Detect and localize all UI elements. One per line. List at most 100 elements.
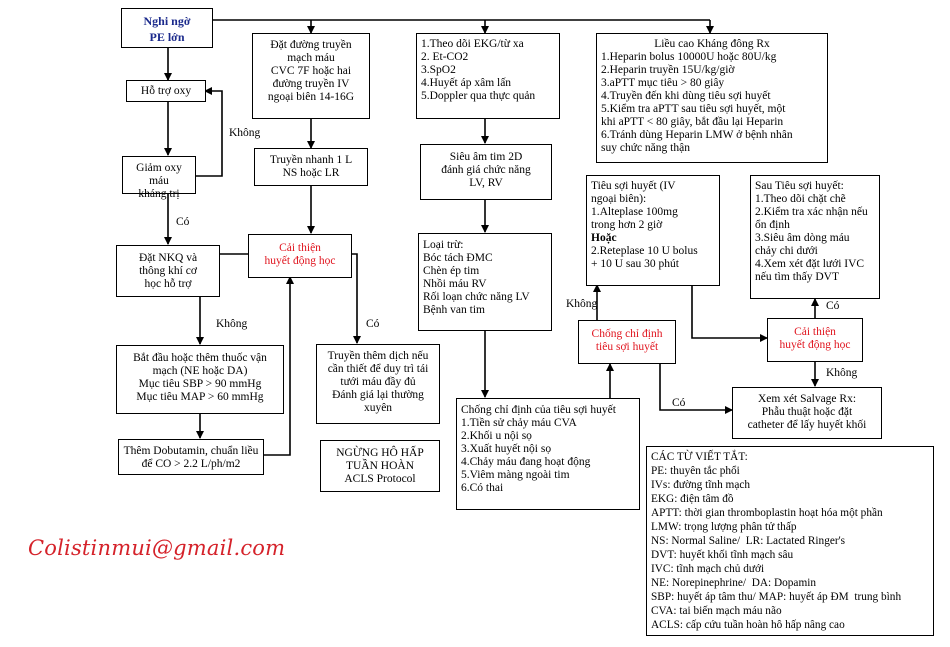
heparin-title: Liều cao Kháng đông Rx: [654, 38, 770, 50]
vaso-line-2: mạch (NE hoặc DA): [152, 365, 248, 377]
acls-line-2: TUẦN HOÀN: [345, 460, 415, 472]
ruleout-line-5: Rối loạn chức năng LV: [423, 291, 530, 303]
salvage-line-3: catheter để lấy huyết khối: [747, 419, 867, 431]
heparin-line-9: suy chức năng thận: [601, 142, 690, 154]
intubation-line-1: Đặt NKQ và: [138, 252, 198, 264]
heparin-line-4: 3.aPTT mục tiêu > 80 giây: [601, 77, 725, 89]
refractory-hypoxia-node: Giảm oxy máu kháng trị: [122, 156, 196, 200]
salvage-therapy-node: Xem xét Salvage Rx: Phẫu thuật hoặc đặt …: [732, 387, 882, 439]
rapid-fluids-node: Truyền nhanh 1 L NS hoặc LR: [254, 148, 368, 186]
heparin-line-8: 6.Tránh dùng Heparin LMW ở bệnh nhân: [601, 129, 793, 141]
thrombolysis-node: Tiêu sợi huyết (IV ngoại biên): 1.Altepl…: [586, 175, 720, 286]
after-line-3: 2.Kiểm tra xác nhận nếu: [755, 206, 868, 218]
abbrev-cva: CVA: tai biến mạch máu não: [651, 605, 782, 617]
acls-node: NGỪNG HÔ HẤP TUẦN HOÀN ACLS Protocol: [320, 440, 440, 492]
access-line-3: CVC 7F hoặc hai: [270, 65, 352, 77]
ruleout-line-4: Nhồi máu RV: [423, 278, 487, 290]
acls-line-3: ACLS Protocol: [344, 473, 416, 485]
salvage-line-2: Phẫu thuật hoặc đặt: [761, 406, 853, 418]
label-khong-contra: Không: [566, 298, 598, 310]
email-watermark: Colistinmui@gmail.com: [28, 536, 286, 560]
lysis-line-5: Hoặc: [591, 232, 617, 244]
fluids-more-line-1: Truyền thêm dịch nếu: [327, 350, 429, 362]
heparin-line-5: 4.Truyền đến khi dùng tiêu sợi huyết: [601, 90, 771, 102]
monitor-line-4: 4.Huyết áp xâm lấn: [421, 77, 512, 89]
heparin-node: Liều cao Kháng đông Rx 1.Heparin bolus 1…: [596, 33, 828, 163]
label-khong-salvage: Không: [826, 367, 858, 379]
monitor-line-5: 5.Doppler qua thực quản: [421, 90, 536, 102]
abbrev-ivs: IVs: đường tĩnh mạch: [651, 479, 751, 491]
after-line-5: 3.Siêu âm dòng máu: [755, 232, 850, 244]
fluids-more-line-2: cần thiết để duy trì tái: [327, 363, 429, 375]
heparin-line-3: 2.Heparin truyền 15U/kg/giờ: [601, 64, 735, 76]
improve1-line-1: Cải thiện: [279, 242, 321, 254]
abbrev-aptt: APTT: thời gian thromboplastin hoạt hóa …: [651, 507, 883, 519]
ruleout-line-3: Chèn ép tim: [423, 265, 480, 277]
lysis-contraindicated-node: Chống chỉ định tiêu sợi huyết: [578, 320, 676, 364]
label-khong-oxygen: Không: [229, 127, 261, 139]
monitor-line-2: 2. Et-CO2: [421, 51, 469, 63]
contralysis-line-2: tiêu sợi huyết: [595, 341, 659, 353]
label-co-fluids: Có: [366, 318, 380, 330]
oxygen-support-node: Hỗ trợ oxy: [126, 80, 206, 102]
dobutamine-line-1: Thêm Dobutamin, chuẩn liều: [123, 445, 259, 457]
after-line-2: 1.Theo dõi chặt chẽ: [755, 193, 846, 205]
start-node: Nghi ngờ PE lớn: [121, 8, 213, 48]
hemodynamic-improvement-node-1: Cải thiện huyết động học: [248, 234, 352, 278]
echo-line-1: Siêu âm tim 2D: [449, 151, 523, 163]
contra-line-2: 1.Tiền sử chảy máu CVA: [461, 417, 577, 429]
vaso-line-3: Mục tiêu SBP > 90 mmHg: [138, 378, 262, 390]
abbrev-ns-lr: NS: Normal Saline/ LR: Lactated Ringer's: [651, 535, 846, 547]
lysis-line-7: + 10 U sau 30 phút: [591, 258, 679, 270]
lysis-line-1: Tiêu sợi huyết (IV: [591, 180, 676, 192]
monitor-line-1: 1.Theo dõi EKG/từ xa: [421, 38, 524, 50]
access-line-2: mạch máu: [287, 52, 335, 64]
fluids-more-line-3: tưới máu đầy đủ: [340, 376, 416, 388]
abbrev-sbp-map: SBP: huyết áp tâm thu/ MAP: huyết áp ĐM …: [651, 591, 902, 603]
contra-line-7: 6.Có thai: [461, 482, 504, 494]
ruleout-line-1: Loại trừ:: [423, 239, 464, 251]
abbrev-lmw: LMW: trọng lượng phân tử thấp: [651, 521, 797, 533]
after-line-8: nếu tìm thấy DVT: [755, 271, 839, 283]
hypoxia-line-1: Giảm oxy máu: [136, 162, 185, 187]
abbrev-ivc: IVC: tĩnh mạch chủ dưới: [651, 563, 765, 575]
contra-line-3: 2.Khối u nội sọ: [461, 430, 532, 442]
lysis-line-3: 1.Alteplase 100mg: [591, 206, 678, 218]
contra-line-6: 5.Viêm màng ngoài tim: [461, 469, 570, 481]
contra-line-1: Chống chỉ định của tiêu sợi huyết: [461, 404, 616, 416]
after-line-1: Sau Tiêu sợi huyết:: [755, 180, 844, 192]
fluids-line-2: NS hoặc LR: [282, 167, 340, 179]
post-thrombolysis-node: Sau Tiêu sợi huyết: 1.Theo dõi chặt chẽ …: [750, 175, 880, 299]
intubation-node: Đặt NKQ và thông khí cơ học hỗ trợ: [116, 245, 220, 297]
echo-line-2: đánh giá chức năng: [441, 164, 531, 176]
thrombolysis-contraindications-node: Chống chỉ định của tiêu sợi huyết 1.Tiền…: [456, 398, 640, 510]
start-line-1: Nghi ngờ: [143, 14, 191, 28]
label-co-intubation: Có: [176, 216, 190, 228]
fluids-more-line-4: Đánh giá lại thường: [332, 389, 424, 401]
improve2-line-2: huyết động học: [779, 339, 851, 351]
acls-line-1: NGỪNG HÔ HẤP: [336, 447, 424, 459]
dobutamine-node: Thêm Dobutamin, chuẩn liều để CO > 2.2 L…: [118, 439, 264, 475]
intubation-line-2: thông khí cơ: [139, 265, 197, 277]
echo-line-3: LV, RV: [469, 177, 503, 189]
lysis-line-4: trong hơn 2 giờ: [591, 219, 663, 231]
rule-out-node: Loại trừ: Bóc tách ĐMC Chèn ép tim Nhồi …: [418, 233, 552, 331]
echocardiogram-node: Siêu âm tim 2D đánh giá chức năng LV, RV: [420, 144, 552, 200]
improve2-line-1: Cải thiện: [794, 326, 836, 338]
ruleout-line-6: Bệnh van tim: [423, 304, 485, 316]
vaso-line-1: Bắt đầu hoặc thêm thuốc vận: [133, 352, 267, 364]
ruleout-line-2: Bóc tách ĐMC: [423, 252, 493, 264]
abbreviations-box: CÁC TỪ VIẾT TẮT: PE: thuyên tắc phổi IVs…: [646, 446, 934, 636]
label-khong-vasopressor: Không: [216, 318, 248, 330]
intubation-line-3: học hỗ trợ: [144, 278, 192, 290]
abbrev-ne-da: NE: Norepinephrine/ DA: Dopamin: [651, 577, 817, 589]
hypoxia-line-2: kháng trị: [138, 188, 180, 200]
abbrev-ekg: EKG: điện tâm đồ: [651, 493, 734, 505]
lysis-line-2: ngoại biên):: [591, 193, 647, 205]
after-line-6: chảy chi dưới: [755, 245, 818, 257]
heparin-line-2: 1.Heparin bolus 10000U hoặc 80U/kg: [601, 51, 777, 63]
abbrev-dvt: DVT: huyết khối tĩnh mạch sâu: [651, 549, 794, 561]
dobutamine-line-2: để CO > 2.2 L/ph/m2: [141, 458, 241, 470]
vasopressor-node: Bắt đầu hoặc thêm thuốc vận mạch (NE hoặ…: [116, 345, 284, 414]
abbrev-pe: PE: thuyên tắc phổi: [651, 465, 740, 477]
